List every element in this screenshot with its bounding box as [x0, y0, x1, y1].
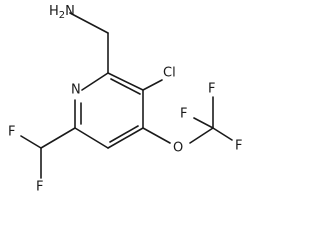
- bond-c6-chf2: [40, 127, 76, 149]
- bond-n-c2: [81, 72, 109, 91]
- bond-c4-c5-inner: [109, 125, 139, 143]
- chf2-f-left-label: F: [8, 125, 15, 140]
- structure-diagram: H2N N Cl O F F F F F: [8, 4, 242, 195]
- cf3-f-left-label: F: [180, 107, 187, 122]
- bond-c2-c3-inner: [110, 78, 141, 95]
- chlorine-label: Cl: [163, 66, 176, 81]
- cf3-f-right-label: F: [235, 139, 242, 154]
- bond-c3-cl: [142, 79, 163, 91]
- ether-oxygen-label: O: [173, 141, 183, 156]
- bond-c2-c3: [107, 72, 144, 91]
- bond-ch2-nh2: [69, 12, 109, 34]
- bond-chf2-f-left: [20, 135, 42, 149]
- bond-cf3-f-right: [212, 127, 233, 141]
- ring-nitrogen-label: N: [71, 83, 81, 98]
- bond-c4-o: [142, 127, 171, 144]
- bond-c4-c5: [107, 127, 144, 149]
- bonds: [20, 12, 233, 179]
- bond-o-cf3: [189, 127, 214, 144]
- atom-labels: H2N N Cl O F F F F F: [8, 4, 242, 195]
- amine-label: H2N: [49, 4, 75, 22]
- molecule-drawing: H2N N Cl O F F F F F: [8, 4, 242, 195]
- bond-cf3-f-left: [193, 117, 214, 129]
- chf2-f-bottom-label: F: [36, 180, 43, 195]
- cf3-f-top-label: F: [208, 82, 215, 97]
- bond-c5-c6: [74, 127, 109, 149]
